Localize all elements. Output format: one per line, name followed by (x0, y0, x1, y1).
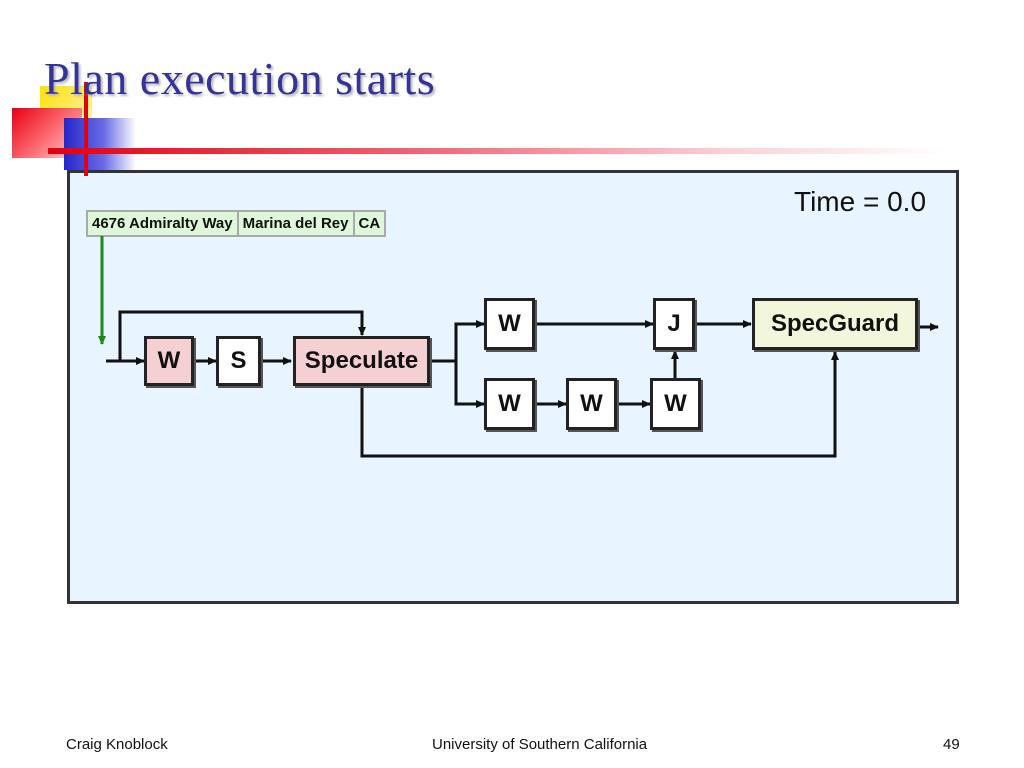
record-cell-street: 4676 Admiralty Way (88, 212, 239, 235)
footer-page-number: 49 (943, 736, 960, 753)
node-speculate: Speculate (293, 336, 430, 386)
time-label: Time = 0.0 (794, 186, 927, 217)
bypass-edge (118, 310, 366, 361)
node-specguard: SpecGuard (752, 298, 918, 350)
node-w-top: W (484, 298, 535, 350)
record-cell-state: CA (358, 215, 381, 232)
footer-institution: University of Southern California (432, 736, 648, 753)
node-s: S (216, 336, 261, 386)
decorative-vertical-line (84, 82, 88, 176)
decorative-blue-square (64, 118, 136, 170)
node-w-first: W (144, 336, 194, 386)
slide-title: Plan execution starts (44, 53, 436, 104)
split-to-w-bottom-edge (454, 361, 485, 408)
decorative-horizontal-line (48, 148, 948, 154)
node-j: J (653, 298, 695, 350)
speculate-to-specguard-edge (360, 351, 839, 458)
node-w-bottom-3: W (650, 378, 701, 430)
node-w-bottom-1: W (484, 378, 535, 430)
record-cell-city: Marina del Rey (239, 212, 355, 235)
node-w-bottom-2: W (566, 378, 617, 430)
split-to-w-top-edge (454, 320, 485, 361)
input-record: 4676 Admiralty Way Marina del Rey CA (86, 210, 387, 237)
footer-author: Craig Knoblock (66, 736, 168, 753)
